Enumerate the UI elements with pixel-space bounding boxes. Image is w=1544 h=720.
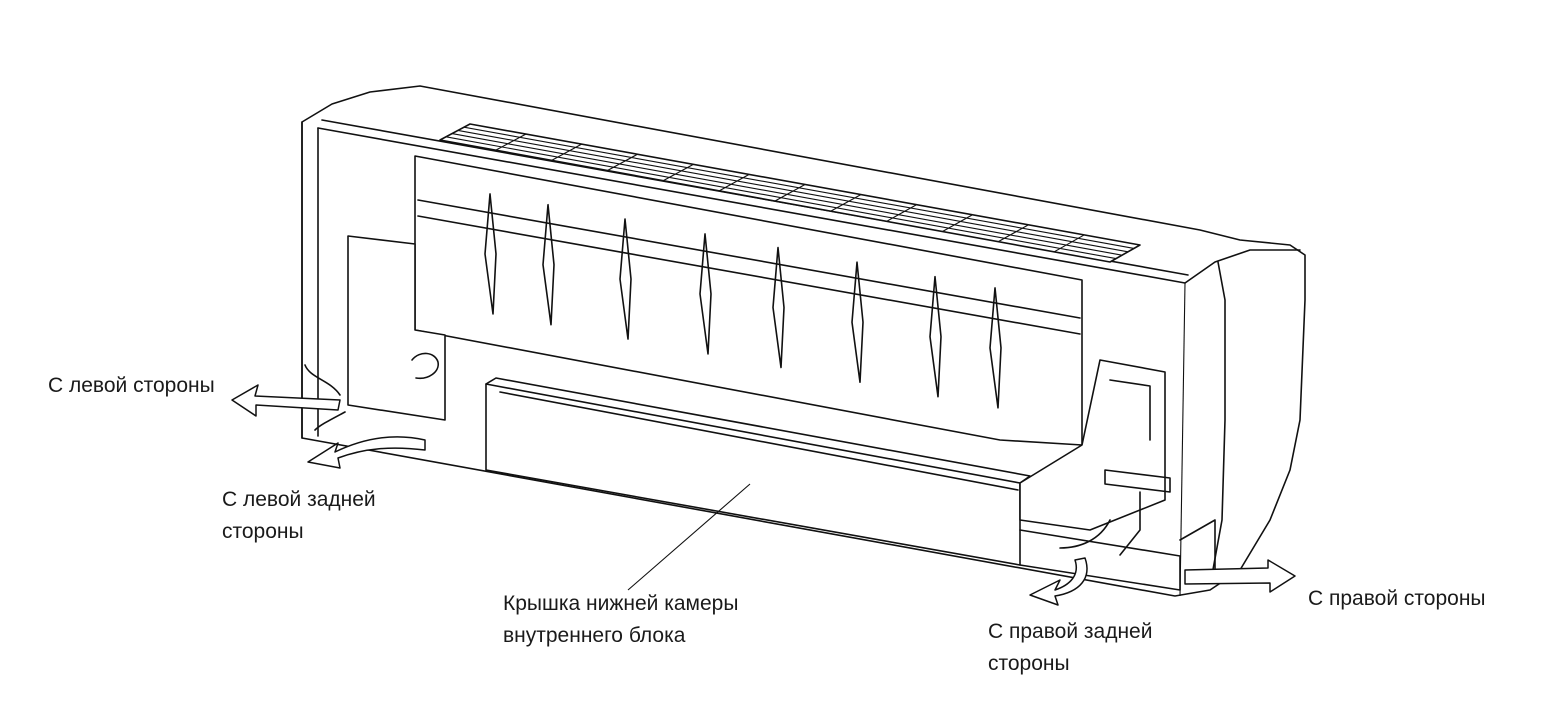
louver-blade [989,287,1002,409]
louver-blade [619,218,632,340]
grille-slat [463,126,1135,249]
label-left-rear-line2: стороны [222,520,304,543]
label-left-rear: С левой задней стороны [222,484,376,548]
right-pipe [1059,379,1171,556]
label-bottom-cover: Крышка нижней камеры внутреннего блока [503,588,738,652]
grille-divider [830,194,862,212]
arrow-left-side [231,384,341,417]
louver-blade [772,246,785,369]
left-pipe [411,352,439,380]
leader-line-cover [627,483,751,591]
label-right-rear-line1: С правой задней [988,620,1153,643]
grille-divider [718,173,750,192]
grille-divider [551,143,582,161]
louver-blade [851,261,864,384]
louver-blade [699,233,712,355]
grille-divider [886,204,917,222]
label-right-side: С правой стороны [1308,583,1486,615]
label-right-rear-line2: стороны [988,652,1070,675]
label-right-side-text: С правой стороны [1308,587,1486,610]
grille-divider [942,214,973,232]
louver-blade [929,275,942,398]
arrow-left-rear [307,436,426,469]
left-chamber [347,235,446,421]
grille-slat [451,133,1123,256]
louver-blades [484,193,1002,409]
fan-crossbar [417,199,1081,335]
grille-slat [445,136,1117,260]
grille-divider [1053,234,1085,253]
bottom-right-pocket [1019,519,1216,591]
arrow-right-side [1184,559,1296,593]
grille-divider [663,163,694,182]
grille-divider [607,153,638,171]
grille-divider [495,133,527,151]
grille-divider [774,184,806,202]
top-air-grille [439,123,1141,263]
label-cover-line2: внутреннего блока [503,624,686,647]
grille-slat [457,129,1129,253]
label-right-rear: С правой задней стороны [988,616,1152,680]
right-end-cap [1184,249,1301,576]
grille-divider [998,224,1029,243]
pipe-left-side [304,364,346,431]
label-left-side: С левой стороны [48,370,215,402]
louver-blade [484,193,497,315]
label-cover-line1: Крышка нижней камеры [503,592,739,615]
left-end-panel [301,121,319,439]
right-end-edge [1179,282,1186,597]
louver-blade [542,203,555,326]
label-left-side-text: С левой стороны [48,374,215,397]
label-left-rear-line1: С левой задней [222,488,376,511]
arrow-right-rear [1029,557,1088,606]
